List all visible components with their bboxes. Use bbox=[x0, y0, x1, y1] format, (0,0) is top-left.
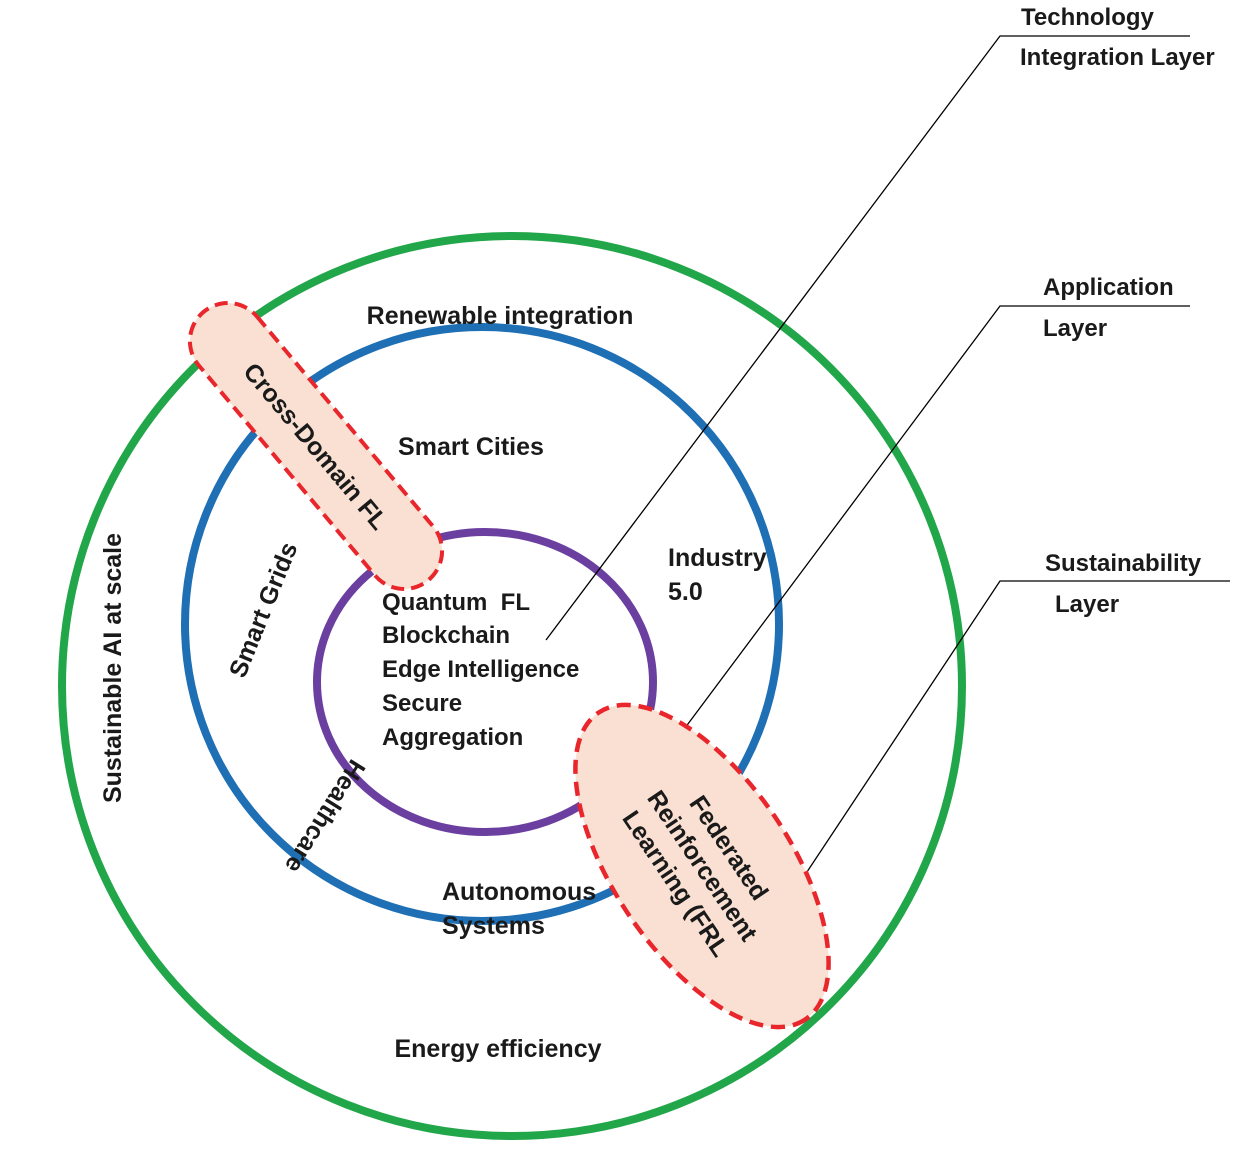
sustainability-layer-ring bbox=[58, 232, 966, 1140]
technology-callout-line bbox=[545, 35, 1190, 641]
sustainable-ai-label: Sustainable AI at scale bbox=[99, 533, 127, 803]
smart-cities-label: Smart Cities bbox=[398, 433, 544, 461]
aggregation-label: Aggregation bbox=[382, 724, 523, 751]
smart-grids-label: Smart Grids bbox=[224, 538, 304, 681]
technology-callout-line-1: Technology bbox=[1021, 4, 1155, 31]
technology-callout-line-2: Integration Layer bbox=[1020, 44, 1215, 71]
quantum-fl-label: Quantum FL bbox=[382, 589, 530, 616]
edge-intelligence-label: Edge Intelligence bbox=[382, 656, 579, 683]
application-callout-line bbox=[669, 305, 1190, 749]
renewable-integration-label: Renewable integration bbox=[367, 302, 634, 330]
frl-highlight: Federated Reinforcement Learning (FRL bbox=[573, 702, 831, 1030]
healthcare-label: Healthcare bbox=[279, 755, 371, 878]
application-callout-line-2: Layer bbox=[1043, 315, 1107, 342]
secure-label: Secure bbox=[382, 690, 462, 717]
application-layer-ring bbox=[181, 323, 783, 925]
sustainability-callout-line-2: Layer bbox=[1055, 591, 1119, 618]
technology-layer-ring bbox=[313, 528, 657, 836]
autonomous-label-line-1: Autonomous bbox=[442, 878, 596, 906]
sustainability-callout-line-1: Sustainability bbox=[1045, 550, 1202, 577]
industry-label-line-1: Industry bbox=[668, 544, 767, 572]
autonomous-label-line-2: Systems bbox=[442, 912, 545, 940]
application-callout-line-1: Application bbox=[1043, 274, 1174, 301]
blockchain-label: Blockchain bbox=[382, 622, 510, 649]
frl-ellipse bbox=[573, 702, 831, 1030]
sustainability-callout-line bbox=[794, 580, 1230, 891]
energy-efficiency-label: Energy efficiency bbox=[394, 1035, 601, 1063]
cross-domain-fl-pill bbox=[187, 301, 445, 591]
industry-label-line-2: 5.0 bbox=[668, 578, 703, 606]
